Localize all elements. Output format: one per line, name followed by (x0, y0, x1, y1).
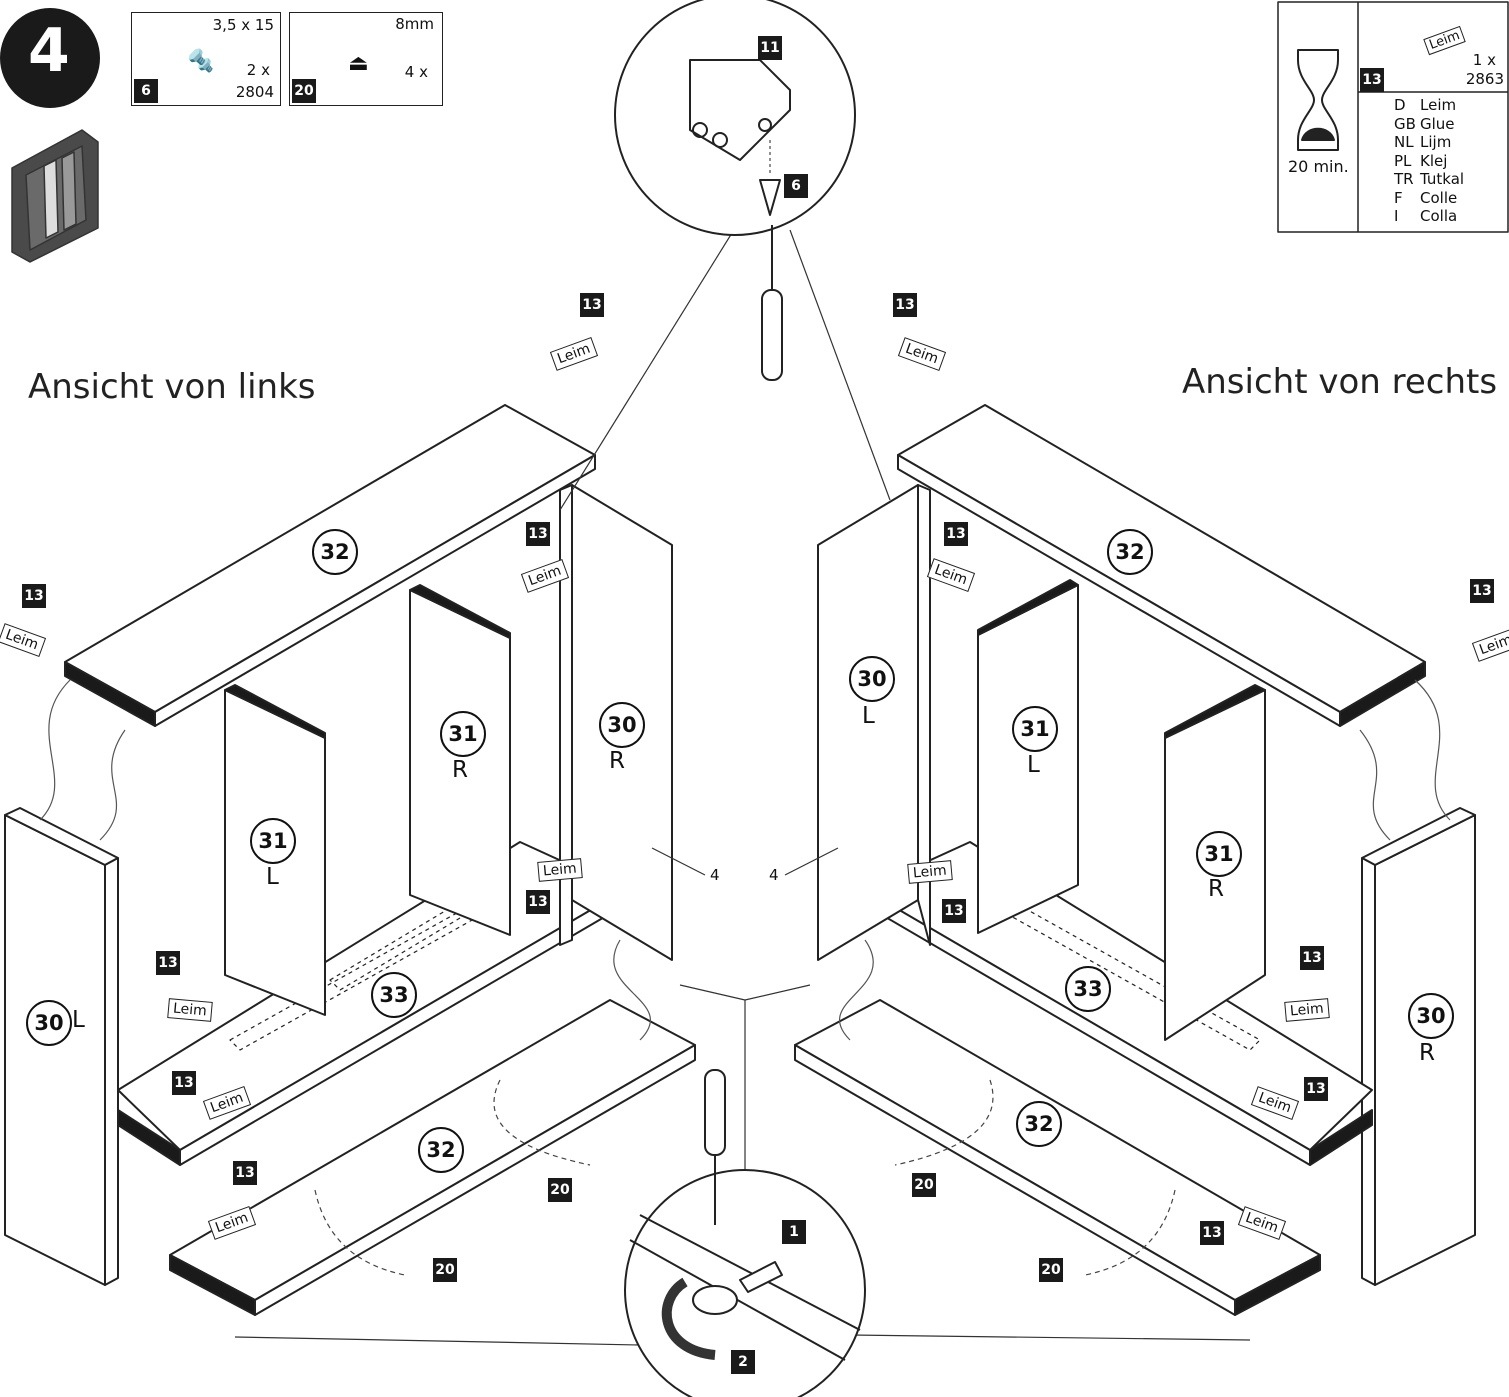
callout-shelf: 33 (371, 972, 417, 1018)
side-letter: L (1027, 752, 1040, 778)
left-outer-side-30 (4, 807, 119, 1286)
detail-bottom-part-b: 2 (731, 1350, 755, 1374)
callout-bottom-panel: 32 (418, 1127, 464, 1173)
glue-tag: 13 (1300, 946, 1324, 970)
callout-inner-side: 31 (1012, 706, 1058, 752)
glue-time: 20 min. (1288, 157, 1349, 176)
hardware-size: 8mm (395, 15, 434, 33)
callout-outer-side: 30 (849, 656, 895, 702)
side-letter: R (1419, 1040, 1435, 1066)
side-letter: L (266, 864, 279, 890)
callout-top-panel: 32 (1107, 529, 1153, 575)
cap-tag: 20 (548, 1178, 572, 1202)
step-number: 4 (28, 16, 70, 86)
callout-inner-side: 31 (1196, 831, 1242, 877)
glue-tag: 13 (172, 1071, 196, 1095)
callout-bottom-panel: 32 (1016, 1101, 1062, 1147)
hole-reference: 4 (769, 866, 779, 884)
screwdriver-top (761, 225, 783, 381)
left-inner-side-31R (409, 584, 511, 936)
hardware-size: 3,5 x 15 (212, 16, 274, 34)
glue-tag: 13 (22, 584, 46, 608)
cap-guides (314, 1079, 1176, 1276)
glue-part-tag: 13 (1360, 68, 1384, 92)
side-letter: L (72, 1007, 85, 1033)
screwdriver-bottom (704, 1069, 726, 1225)
cap-tag: 20 (912, 1173, 936, 1197)
callout-outer-side: 30 (599, 702, 645, 748)
hourglass-icon (1297, 49, 1339, 151)
glue-tag: 13 (893, 293, 917, 317)
cap-tag: 20 (1039, 1258, 1063, 1282)
callout-outer-side: 30 (26, 1000, 72, 1046)
callout-outer-side: 30 (1408, 993, 1454, 1039)
glue-tube: Leim (907, 860, 953, 884)
detail-top-circle (614, 0, 856, 236)
dowel-guides (39, 679, 1451, 1041)
callout-inner-side: 31 (440, 711, 486, 757)
glue-tag: 13 (526, 522, 550, 546)
glue-tag: 13 (1304, 1077, 1328, 1101)
right-inner-side-31L (977, 579, 1079, 934)
detail-bottom-part-a: 1 (782, 1220, 806, 1244)
callout-inner-side: 31 (250, 818, 296, 864)
view-left-title: Ansicht von links (28, 367, 316, 407)
side-letter: R (1208, 876, 1224, 902)
callout-top-panel: 32 (312, 529, 358, 575)
glue-qty: 1 x (1472, 51, 1496, 69)
hardware-box-cap: 8mm ⏏ 4 x 20 (289, 12, 443, 106)
glue-code: 2863 (1465, 70, 1504, 88)
right-bottom-panel-32 (794, 999, 1321, 1316)
hardware-code: 2804 (235, 83, 274, 101)
side-letter: R (609, 748, 625, 774)
right-outer-side-30 (1361, 807, 1476, 1286)
hardware-box-screw: 3,5 x 15 🔩 2 x 2804 6 (131, 12, 281, 106)
glue-tag: 13 (233, 1161, 257, 1185)
glue-tag: 13 (942, 899, 966, 923)
hole-reference: 4 (710, 866, 720, 884)
detail-top-part-b: 6 (784, 174, 808, 198)
hardware-part-tag: 6 (134, 79, 158, 103)
callout-shelf: 33 (1065, 966, 1111, 1012)
glue-tag: 13 (526, 890, 550, 914)
cabinet-thumbnail (11, 129, 99, 263)
cap-icon: ⏏ (348, 51, 369, 76)
glue-tag: 13 (580, 293, 604, 317)
side-letter: R (452, 757, 468, 783)
step-badge (0, 8, 100, 108)
right-top-panel-32 (897, 404, 1426, 727)
glue-tag: 13 (156, 951, 180, 975)
detail-top-part-a: 11 (758, 36, 782, 60)
glue-tube: Leim (537, 858, 583, 882)
hardware-part-tag: 20 (292, 79, 316, 103)
right-back-side-30L (817, 484, 931, 961)
cap-tag: 20 (433, 1258, 457, 1282)
glue-tag: 13 (1200, 1221, 1224, 1245)
screw-icon: 🔩 (187, 49, 215, 74)
view-right-title: Ansicht von rechts (1182, 362, 1498, 402)
glue-tube: Leim (167, 998, 213, 1022)
glue-tag: 13 (1470, 579, 1494, 603)
guide-lines (234, 219, 1251, 1346)
side-letter: L (862, 703, 875, 729)
hardware-qty: 4 x (404, 63, 428, 81)
glue-tube: Leim (1284, 998, 1330, 1022)
hardware-qty: 2 x (246, 61, 270, 79)
glue-tag: 13 (944, 522, 968, 546)
